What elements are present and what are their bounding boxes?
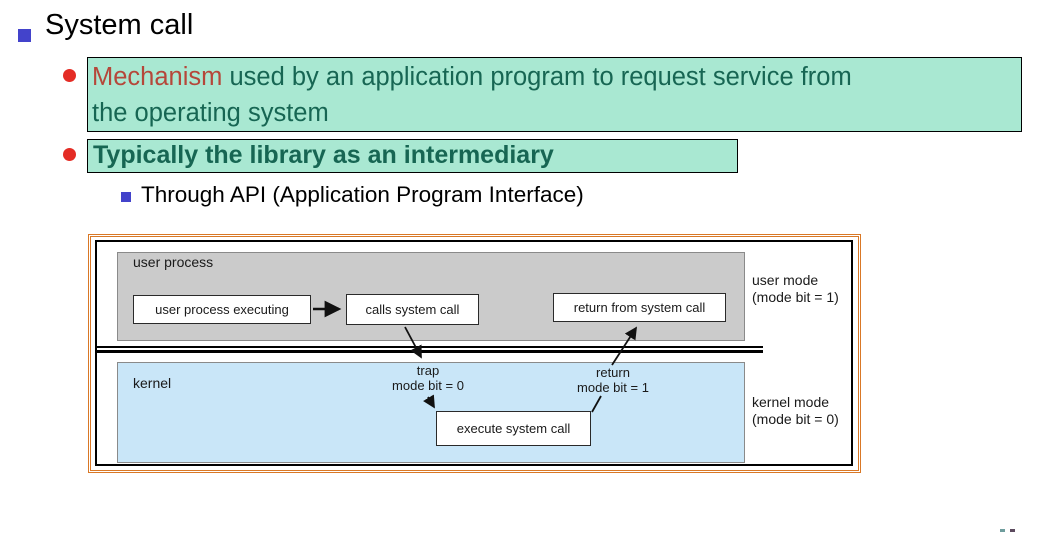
highlight-lead-word: Mechanism [92,63,223,91]
sub-bullet-square-icon [121,192,131,202]
figure-orange-frame [88,234,861,473]
return-label: return mode bit = 1 [553,365,673,395]
box-calls-system-call: calls system call [346,294,479,325]
kernel-mode-line2: (mode bit = 0) [752,411,839,427]
kernel-area [117,362,745,463]
bullet-dot-icon [63,148,76,161]
page-title: System call [45,9,194,41]
box-return-from-system-call: return from system call [553,293,726,322]
user-mode-line2: (mode bit = 1) [752,289,839,305]
page-number-fragment [1010,529,1015,532]
highlight-line-2: the operating system [92,99,329,127]
title-bullet-square-icon [18,29,31,42]
figure-orange-frame-inner [90,236,859,471]
highlight-rest-line1: used by an application program to reques… [222,63,852,91]
page-number-fragment [1000,529,1005,532]
highlight-line-1: Mechanism used by an application program… [92,59,1021,95]
box-user-process-executing: user process executing [133,295,311,324]
trap-label: trap mode bit = 0 [368,363,488,393]
user-mode-line1: user mode [752,272,819,288]
user-mode-label: user mode (mode bit = 1) [752,272,839,306]
trap-label-line2: mode bit = 0 [392,378,464,393]
kernel-area-label: kernel [133,375,172,391]
box-execute-system-call: execute system call [436,411,591,446]
kernel-mode-line1: kernel mode [752,394,830,410]
mode-separator-line-top [95,346,763,348]
trap-label-line1: trap [416,363,440,378]
return-label-line1: return [596,365,630,380]
mode-separator-line-bottom [95,350,763,353]
return-label-line2: mode bit = 1 [577,380,649,395]
sub-bullet-text: Through API (Application Program Interfa… [141,182,584,207]
kernel-mode-label: kernel mode (mode bit = 0) [752,394,839,428]
user-process-area-label: user process [133,254,214,270]
bullet-dot-icon [63,69,76,82]
highlight-box-library: Typically the library as an intermediary [87,139,738,173]
highlight-box-mechanism: Mechanism used by an application program… [87,57,1022,132]
